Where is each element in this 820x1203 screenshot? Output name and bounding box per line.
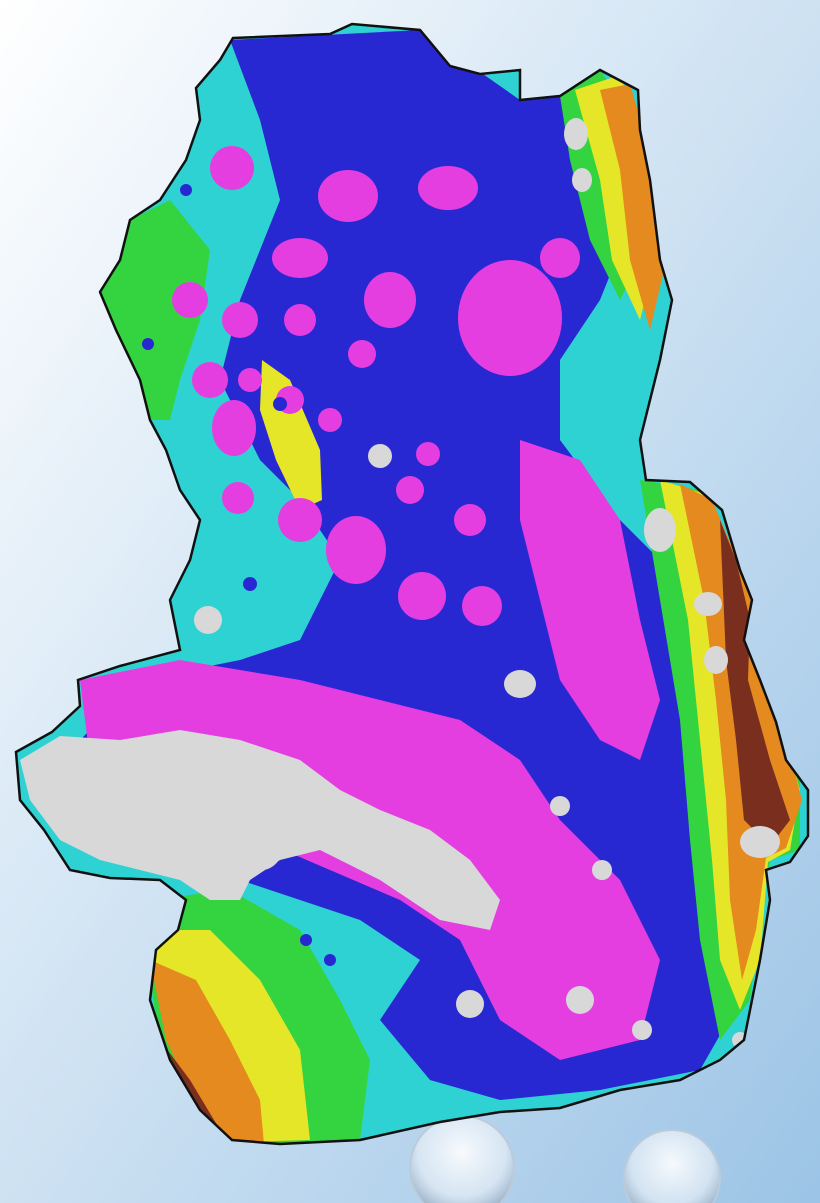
- bubble-orb-right: [623, 1129, 721, 1203]
